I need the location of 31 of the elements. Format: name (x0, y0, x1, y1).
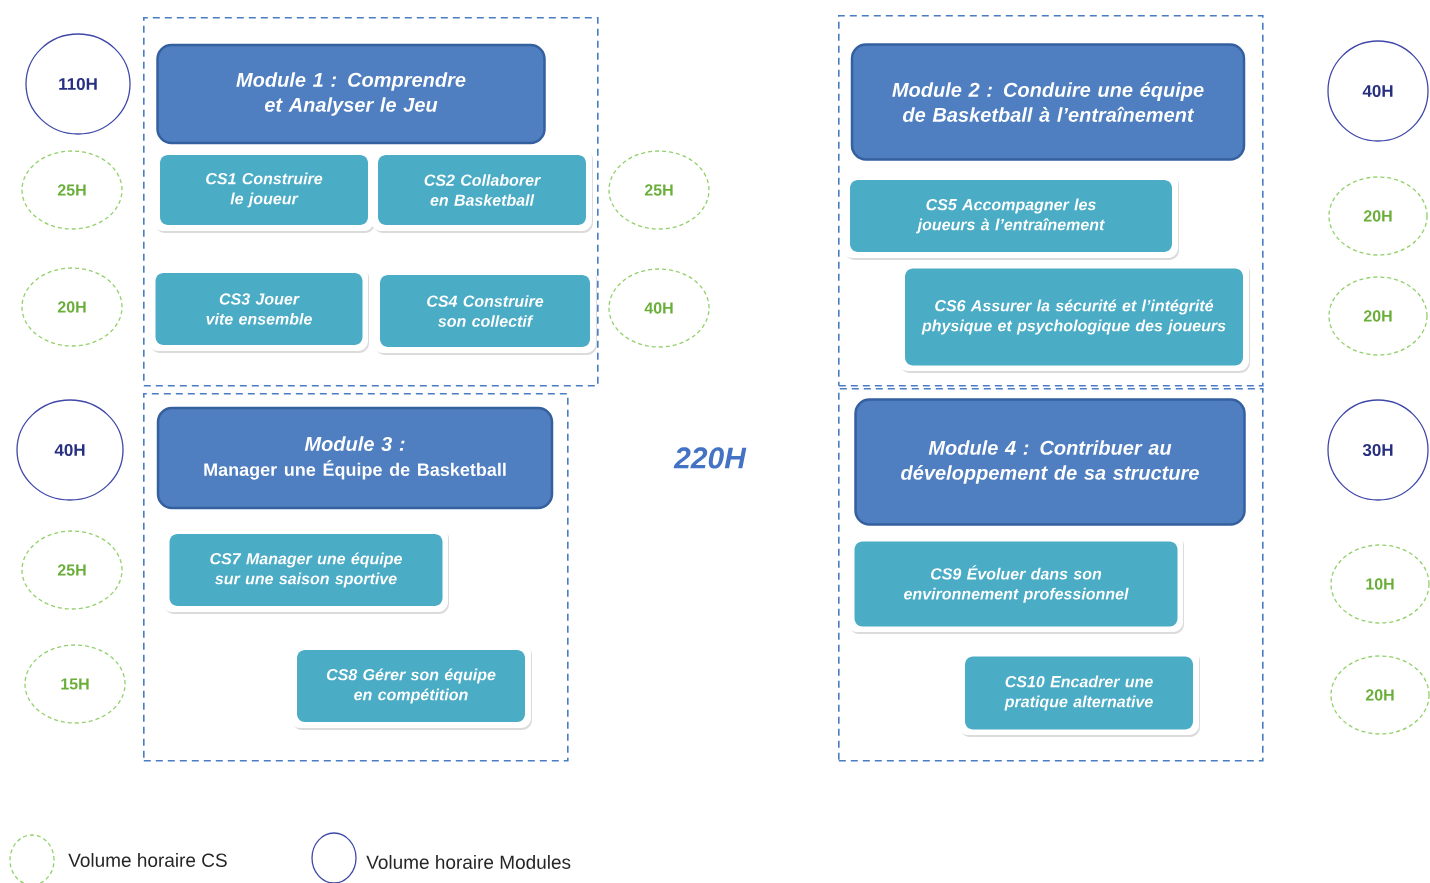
node-label: CS6 Assurer la sécurité et l’intégrité physique et psychologique des joueurs (921, 299, 1226, 335)
total-hours: 220H (673, 447, 747, 469)
node-label: CS2 Collaborer en Basketball (424, 174, 541, 206)
node-label: CS4 Construire son collectif (427, 295, 544, 327)
skill-box: CS8 Gérer son équipe en compétition (290, 643, 532, 730)
skill-box: CS4 Construire son collectif (373, 268, 597, 355)
node-label: CS8 Gérer son équipe en compétition (326, 668, 496, 704)
dashed-group-frame (143, 17, 599, 387)
node-label: CS1 Construire le joueur (206, 172, 323, 208)
skill-box: CS2 Collaborer en Basketball (371, 148, 593, 233)
node-label: CS9 Évoluer dans son environnement professionnel (904, 565, 1129, 603)
module-box: Module 1 : Comprendre et Analyser le Jeu (156, 43, 546, 145)
skill-box: CS1 Construire le joueur (153, 148, 375, 233)
dashed-group-frame (838, 15, 1264, 387)
skill-box: CS10 Encadrer une pratique alternative (958, 649, 1200, 737)
skill-box: CS9 Évoluer dans son environnement professionnel (847, 534, 1184, 634)
node-label: CS7 Manager une équipe sur une saison sportive (210, 552, 403, 588)
skill-box: CS6 Assurer la sécurité et l’intégrité physique et psychologique des joueurs (898, 261, 1250, 373)
module-box: Module 3 : Manager une Équipe de Basketball (156, 406, 554, 510)
legend-label: Volume horaire CS (68, 853, 227, 867)
skill-box: CS3 Jouer vite ensemble (148, 266, 369, 353)
module-box: Module 4 : Contribuer au développement de sa structure (854, 398, 1246, 526)
node-label: CS3 Jouer vite ensemble (206, 293, 312, 325)
dashed-group-frame (838, 388, 1264, 762)
legend-label: Volume horaire Modules (366, 855, 571, 869)
node-label: CS10 Encadrer une pratique alternative (1004, 675, 1153, 711)
skill-box: CS5 Accompagner les joueurs à l’entraînement (843, 173, 1179, 260)
skill-box: CS7 Manager une équipe sur une saison sportive (162, 527, 449, 614)
node-label: CS5 Accompagner les joueurs à l’entraînement (915, 198, 1105, 234)
module-box: Module 2 : Conduire une équipe de Basketball à l’entraînement (850, 43, 1246, 161)
dashed-group-frame (143, 393, 569, 762)
